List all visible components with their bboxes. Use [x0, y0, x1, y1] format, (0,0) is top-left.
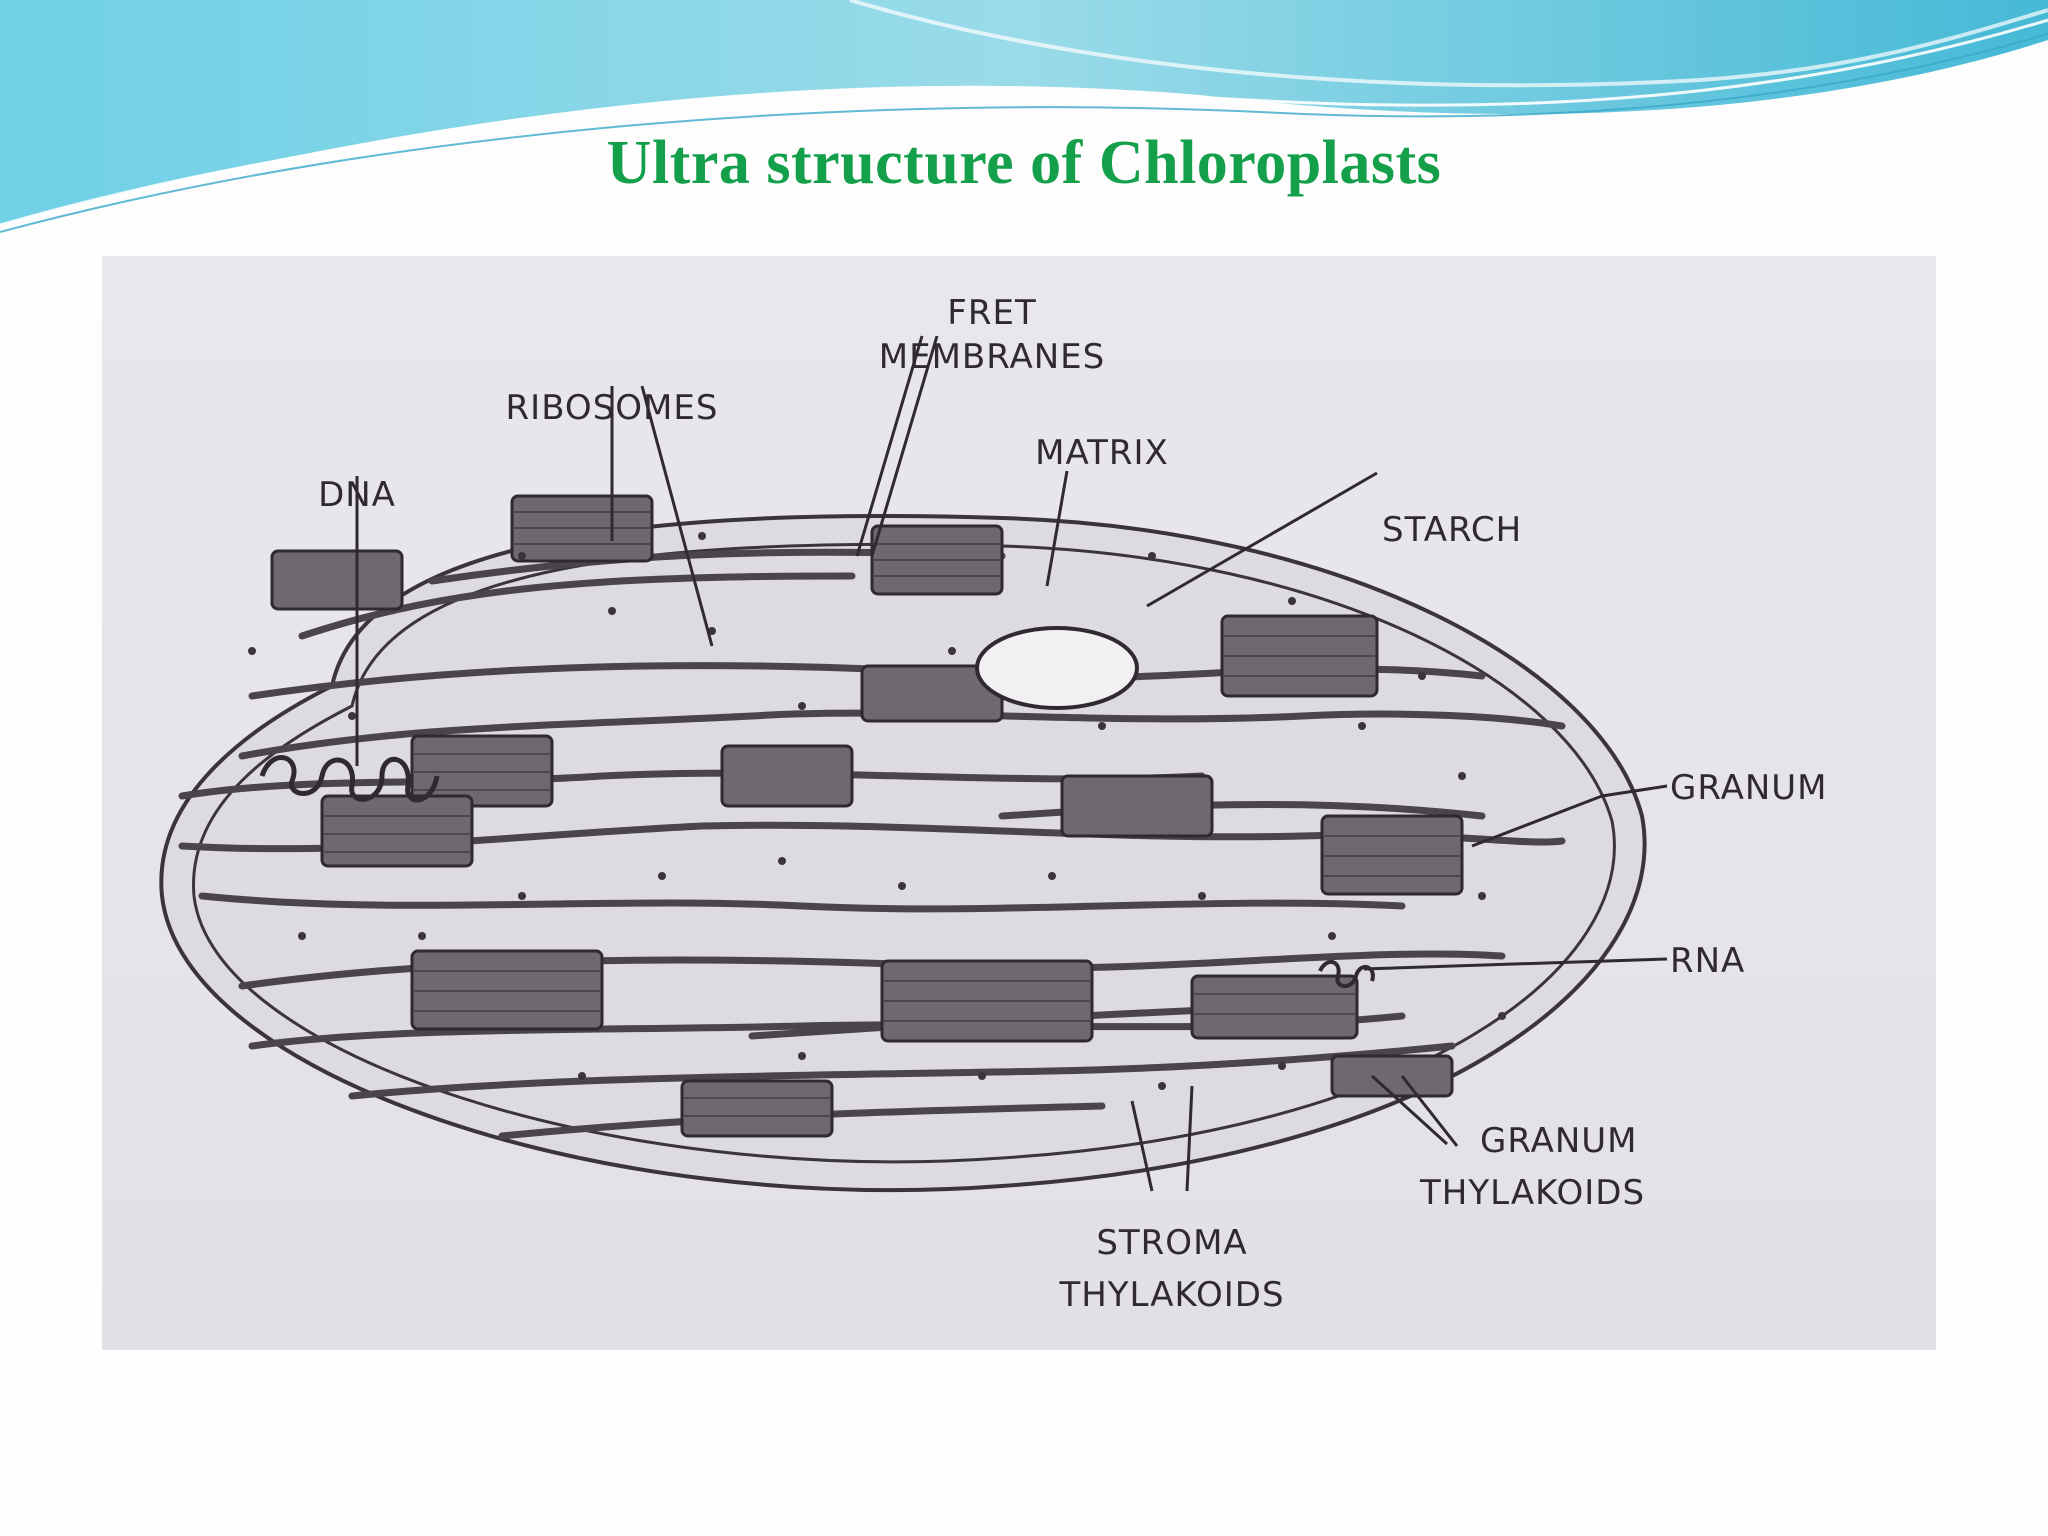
header-wave-decoration [0, 0, 2048, 233]
rna-strand [1318, 960, 1375, 989]
label-granum: GRANUM [1670, 768, 1828, 808]
label-stroma-thylakoids-1: STROMA [1096, 1223, 1247, 1263]
label-membranes: MEMBRANES [879, 337, 1105, 377]
label-dna: DNA [318, 475, 396, 515]
label-starch: STARCH [1382, 510, 1522, 550]
slide-title: Ultra structure of Chloroplasts [606, 129, 1442, 197]
ribosome-dots [248, 532, 1506, 1090]
label-granum-thylakoids-1: GRANUM [1480, 1121, 1638, 1161]
label-matrix: MATRIX [1035, 433, 1169, 473]
chloroplast-diagram: FRET MEMBRANES RIBOSOMES MATRIX DNA STAR… [159, 293, 1828, 1315]
leader-lines [355, 335, 1668, 1192]
starch-grain [975, 626, 1139, 710]
inner-membrane [192, 542, 1616, 1164]
chloroplast-diagram-photo: FRET MEMBRANES RIBOSOMES MATRIX DNA STAR… [102, 256, 1936, 1350]
dna-strand [259, 755, 440, 803]
label-fret: FRET [947, 293, 1036, 333]
label-rna: RNA [1670, 941, 1745, 981]
label-granum-thylakoids-2: THYLAKOIDS [1419, 1173, 1645, 1213]
label-stroma-thylakoids-2: THYLAKOIDS [1058, 1275, 1284, 1315]
label-ribosomes: RIBOSOMES [506, 388, 719, 428]
